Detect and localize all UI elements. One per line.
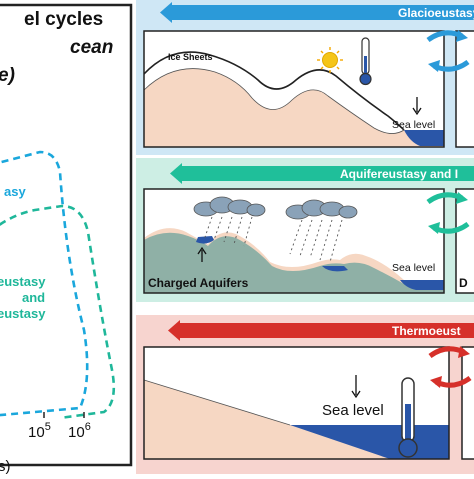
panel-a-frame [0,3,133,467]
aquifereustasy-curve [0,204,116,420]
scene-frame-aquifer [143,188,445,294]
x-axis-label-fragment: s) [0,458,11,474]
row-thermoeustasy: Thermoeust Sea level [136,315,474,474]
band-title-thermo: Thermoeust [392,324,461,338]
inland-water-aquifer [322,266,348,272]
label-ice-sheets: Ice Sheets [168,52,213,62]
curve-label-aquifer-line2: and [22,290,45,305]
cycle-arrows-icon [426,30,470,72]
scene-frame-glacio [143,30,445,148]
thermometer-icon [398,377,418,458]
rain-cloud-icon [193,196,266,247]
panel-a-title-line1: el cycles [24,9,103,30]
ocean-aquifer [400,280,444,290]
rain-cloud-icon [285,199,358,263]
tick-label-1e5: 105 [28,421,51,441]
land-surface-glacio [144,68,405,134]
row-aquifereustasy: Aquifereustasy and I [136,158,474,302]
panel-a: el cycles cean e) asy eustasy and eustas… [0,3,133,475]
label-sea-level-glacio: Sea level [392,119,435,131]
ice-sheet-surface [144,51,405,131]
curve-label-aquifer-line3: eustasy [0,306,46,321]
panel-a-title-line2: cean [70,37,113,58]
groundwater-aquifer [144,232,444,293]
arrow-bar-glacio [172,5,474,20]
label-sea-level-aquifer: Sea level [392,262,435,274]
cycle-arrows-icon [428,346,472,388]
sun-icon [317,47,343,73]
arrow-bar-aquifer [182,166,474,181]
label-charged-aquifers: Charged Aquifers [148,276,249,290]
row-glacioeustasy: Glacioeustasy Ice Sheets Sea level [136,0,474,155]
arrow-bar-thermo [180,323,474,338]
curve-label-aquifer-line1: eustasy [0,274,46,289]
scene-frame-thermo [143,346,450,460]
cycle-arrows-icon [426,192,470,234]
arrow-head-thermo [168,320,180,341]
arrow-head-aquifer [170,163,182,184]
arrow-head-glacio [160,2,172,23]
label-sea-level-thermo: Sea level [322,402,384,419]
scene-next-aquifer [455,188,474,294]
tick-label-1e6: 106 [68,421,91,441]
ocean-glacio [404,130,444,146]
scene-next-glacio [455,30,474,148]
label-next-aquifer: D [459,276,468,290]
thermometer-icon [359,37,372,86]
glacioeustasy-curve [0,150,89,417]
land-glacio [144,68,444,147]
scene-next-thermo [461,346,474,460]
lake-aquifer [196,236,214,244]
band-title-glacio: Glacioeustasy [398,6,474,20]
band-title-aquifer: Aquifereustasy and I [340,167,458,181]
panel-a-title-line3: e) [0,65,15,86]
curve-label-glacio: asy [4,184,26,199]
